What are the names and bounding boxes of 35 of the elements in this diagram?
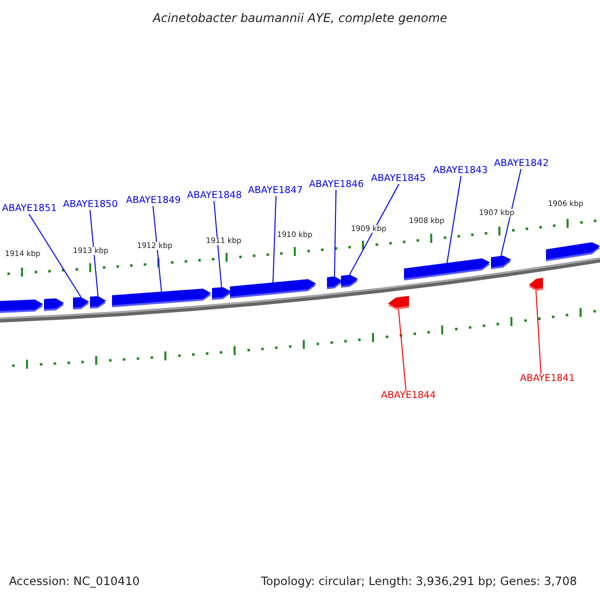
gene-label: ABAYE1843 [433,166,488,176]
gene-feature-block [546,242,600,262]
gene-label: ABAYE1842 [494,159,549,168]
gene-label: ABAYE1849 [126,196,181,206]
leader-line [334,190,336,277]
gene-label: ABAYE1847 [248,186,303,196]
gene-label: ABAYE1851 [2,204,57,214]
leader-line [214,200,222,288]
leader-line [446,176,462,264]
gene-feature-block [388,296,409,310]
gene-label: ABAYE1841 [520,374,575,384]
leader-line [398,308,406,392]
gene-label: ABAYE1848 [187,191,242,200]
leader-line [28,214,82,298]
gene-label: ABAYE1845 [371,174,426,184]
genome-info-text: Topology: circular; Length: 3,936,291 bp; Genes: 3,708 [261,576,577,588]
gene-feature-block [327,276,342,290]
accession-text: Accession: NC_010410 [9,576,140,588]
gene-label: ABAYE1844 [381,391,436,400]
leader-line [500,168,522,256]
gene-label: ABAYE1846 [309,180,364,190]
title: Acinetobacter baumannii AYE, complete genome [151,12,448,24]
leader-line [536,290,542,374]
gene-feature-block [212,287,231,300]
gene-feature-block [341,274,358,288]
gene-feature-block [529,278,543,291]
gene-label: ABAYE1850 [63,200,118,210]
leader-line [90,210,98,297]
gene-feature-block [90,296,106,309]
leader-line [272,196,276,284]
leader-line [152,206,162,292]
gene-feature-block [73,297,89,310]
gene-feature-block [44,298,64,312]
leader-line [349,184,400,276]
gene-feature-block [491,256,511,270]
